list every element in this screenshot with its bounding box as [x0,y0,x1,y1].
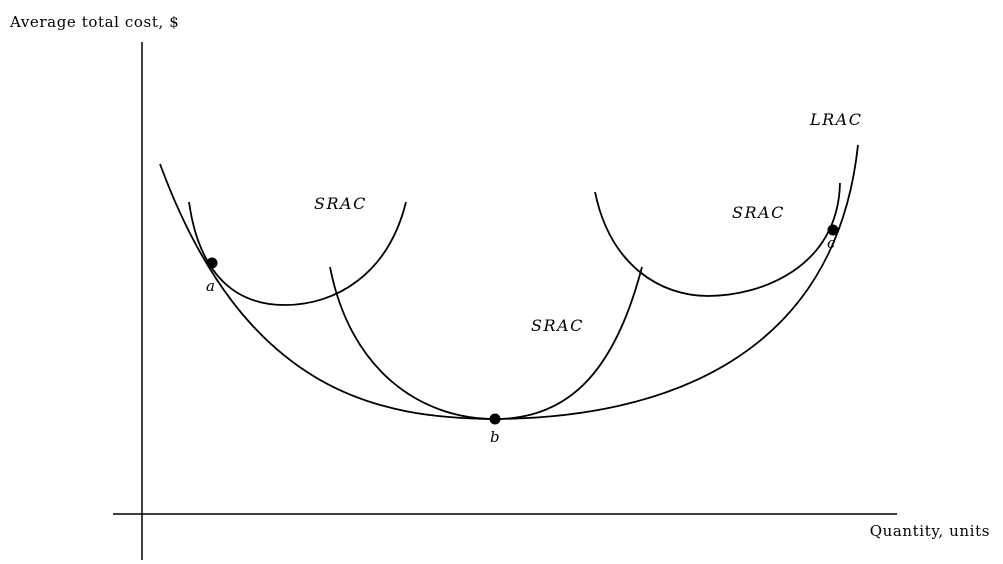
y-axis-label: Average total cost, $ [9,13,179,31]
srac-middle-label: SRAC [531,316,584,335]
lrac-label: LRAC [809,110,862,129]
srac-right-label: SRAC [732,203,785,222]
point-c [827,224,839,236]
srac-middle-curve [329,266,643,420]
srac-left-label: SRAC [314,194,367,213]
point-c-label: c [827,234,836,252]
lrac-curve [159,144,859,420]
srac-left-curve [188,201,407,306]
point-a [206,257,218,269]
x-axis-label: Quantity, units [870,522,990,540]
point-b-label: b [490,428,500,446]
point-a-label: a [206,277,215,295]
point-b [489,413,501,425]
srac-right-curve [594,182,841,297]
